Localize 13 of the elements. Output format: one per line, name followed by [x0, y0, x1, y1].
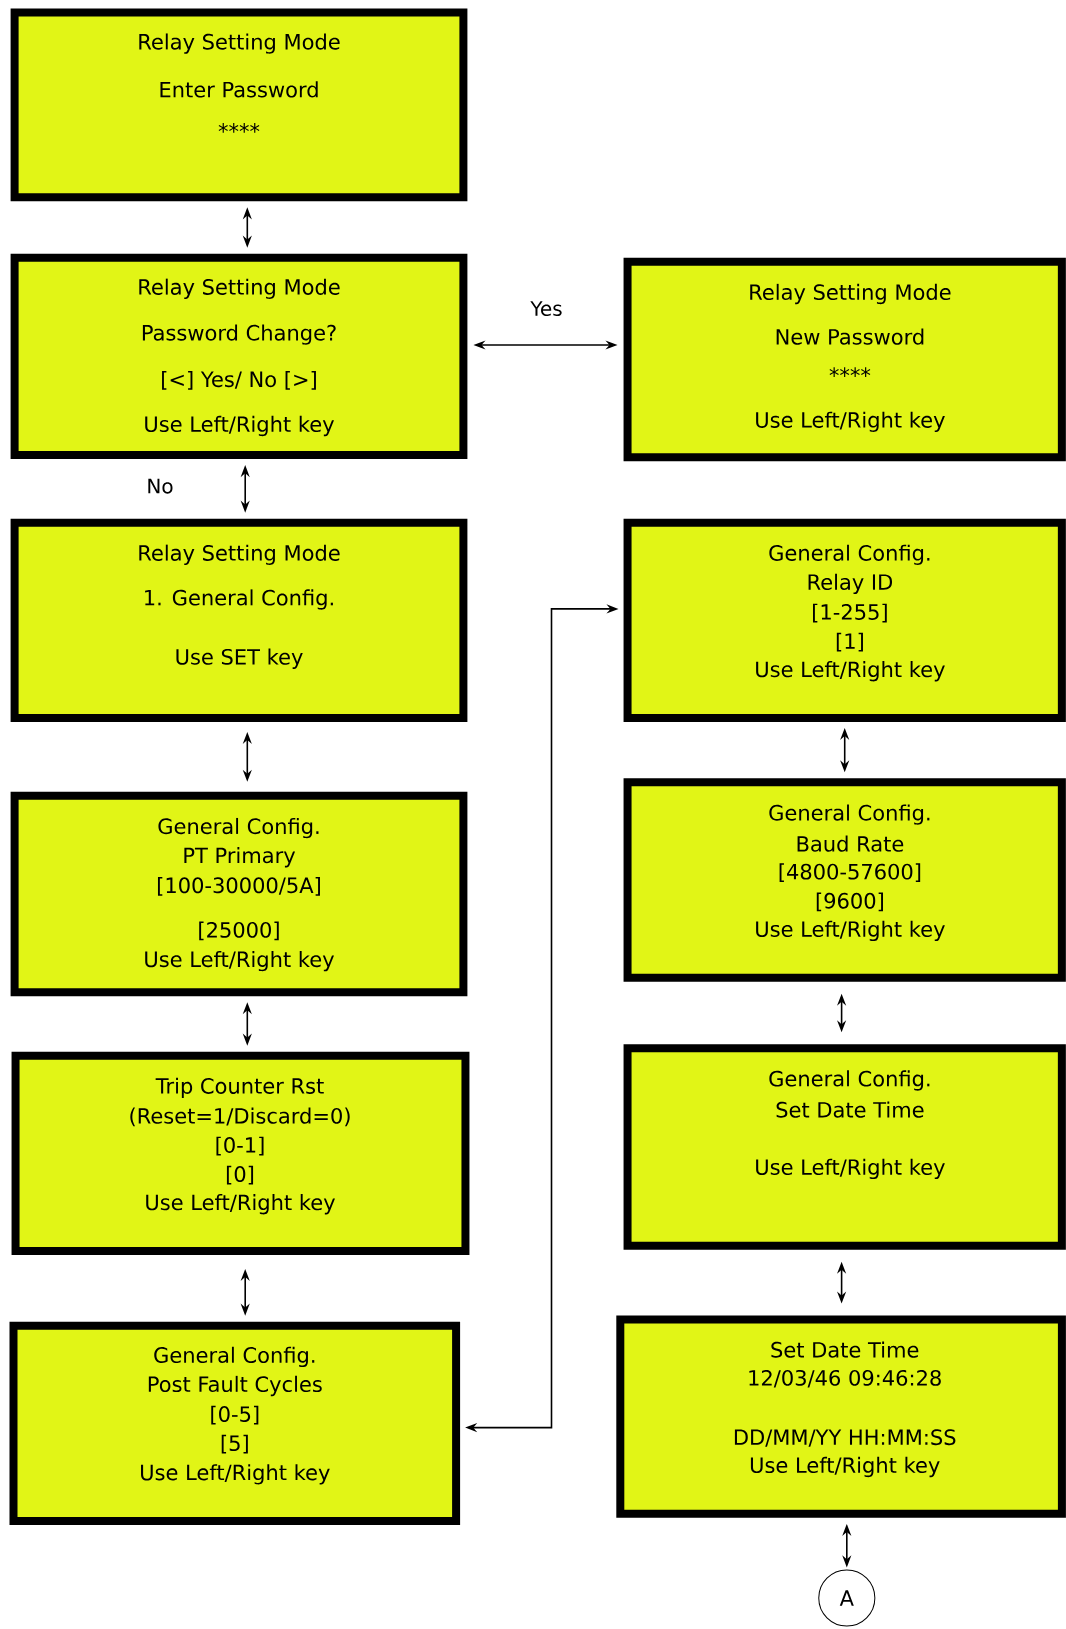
- lcd-screen: Trip Counter Rst (Reset=1/Discard=0) [0-1] [0] Use Left/Right key: [11, 1051, 470, 1255]
- lcd-screen: General Config. Baud Rate [4800-57600] [9600] Use Left/Right key: [623, 778, 1066, 982]
- lcd-screen: General Config. Relay ID [1-255] [1] Use Left/Right key: [623, 518, 1066, 722]
- lcd-screen: General Config. PT Primary [100-30000/5A] [25000] Use Left/Right key: [10, 791, 468, 997]
- lcd-screen: Relay Setting Mode Enter Password ****: [10, 8, 468, 202]
- edge-label: Yes: [529, 300, 564, 318]
- lcd-screen: Relay Setting Mode New Password **** Use Left/Right key: [623, 257, 1066, 462]
- lcd-screen: General Config. Post Fault Cycles [0-5] [5] Use Left/Right key: [9, 1321, 461, 1526]
- lcd-screen: Set Date Time 12/03/46 09:46:28 DD/MM/YY HH:MM:SS Use Left/Right key: [616, 1315, 1066, 1518]
- edge-label: No: [145, 477, 175, 495]
- lcd-screen: Relay Setting Mode 1. General Config. Use SET key: [10, 518, 468, 722]
- lcd-screen: Relay Setting Mode Password Change? [<] Yes/ No [>] Use Left/Right key: [10, 253, 468, 460]
- lcd-screen: General Config. Set Date Time Use Left/Right key: [623, 1044, 1066, 1250]
